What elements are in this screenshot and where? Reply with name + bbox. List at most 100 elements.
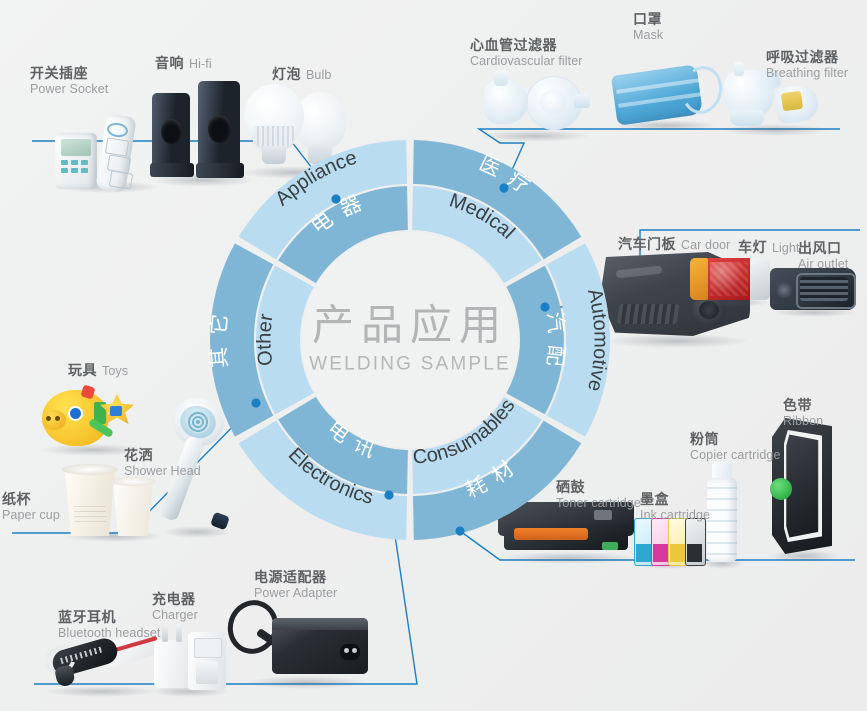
- caption-label-en: Ink cartridge: [640, 507, 711, 522]
- ring-band-outer-automotive[interactable]: [546, 243, 610, 437]
- caption-label-en: Toner cartridge: [556, 495, 641, 510]
- caption-label-en: Bluetooth headset: [58, 625, 161, 640]
- caption-label-en: Cardiovascular filter: [470, 53, 583, 68]
- caption-label-cn: 粉筒: [690, 431, 719, 447]
- product-power-socket: [55, 113, 160, 193]
- caption-label-cn: 花洒: [124, 447, 153, 463]
- caption-label-en: Hi-fi: [189, 57, 212, 71]
- caption-label-cn: 硒鼓: [556, 479, 585, 495]
- caption-label-cn: 灯泡: [272, 66, 301, 82]
- caption-label-en: Bulb: [306, 68, 332, 82]
- product-ink-cartridges: [634, 518, 706, 569]
- center-label: 产品应用 WELDING SAMPLE: [280, 300, 540, 376]
- ring-band-inner-other[interactable]: [256, 265, 314, 415]
- connector-line-consumables: [459, 530, 855, 561]
- caption-label-cn: 出风口: [798, 240, 842, 256]
- ring-band-outer-consumables[interactable]: [412, 420, 582, 540]
- caption-label-en: Power Adapter: [254, 585, 338, 600]
- caption-label-cn: 纸杯: [2, 491, 31, 507]
- ring-label-automotive-cn: 汽 配: [542, 311, 568, 370]
- product-car-door-panel: [600, 252, 750, 348]
- caption-label-cn: 开关插座: [30, 65, 88, 81]
- ring-band-outer-electronics[interactable]: [238, 420, 408, 540]
- caption-label-cn: 车灯: [738, 239, 767, 255]
- connector-dot-automotive[interactable]: [540, 302, 550, 312]
- ring-label-other-cn: 其 它: [206, 311, 232, 369]
- product-toner-cartridge: [498, 498, 638, 564]
- center-title-en: WELDING SAMPLE: [309, 353, 511, 375]
- ring-band-inner-consumables[interactable]: [412, 396, 542, 494]
- product-copier-cartridge: [700, 462, 744, 569]
- caption-label-en: Copier cartridge: [690, 447, 781, 462]
- product-charger: [150, 622, 230, 697]
- caption-label-en: Light: [772, 241, 800, 255]
- product-cardiovascular-filter: [480, 70, 590, 142]
- caption-label-en: Charger: [152, 607, 198, 622]
- product-paper-cups: [62, 464, 166, 542]
- caption-label-cn: 音响: [155, 55, 184, 71]
- caption-label-cn: 色带: [783, 397, 812, 413]
- product-toys: [38, 382, 148, 456]
- caption-label-cn: 口罩: [633, 11, 662, 27]
- caption-label-en: Ribbon: [783, 413, 824, 428]
- ring-band-inner-automotive[interactable]: [506, 265, 564, 415]
- caption-label-en: Car door: [681, 238, 731, 252]
- caption-label-cn: 蓝牙耳机: [58, 609, 116, 625]
- ring-segment-other[interactable]: 其 它 Other: [206, 243, 314, 437]
- caption-label-cn: 汽车门板: [618, 236, 676, 252]
- ring-band-outer-medical[interactable]: [412, 140, 582, 260]
- product-breathing-filter: [720, 62, 830, 136]
- caption-label-cn: 玩具: [68, 362, 97, 378]
- ring-band-inner-medical[interactable]: [412, 186, 542, 284]
- caption-label-cn: 充电器: [152, 591, 196, 607]
- product-tail-light: [690, 258, 770, 307]
- ring-label-other-en: Other: [253, 312, 277, 367]
- connector-line-medical: [476, 128, 840, 189]
- connector-dot-consumables[interactable]: [455, 526, 465, 536]
- caption-automotive-0: 汽车门板 Car door: [618, 236, 730, 254]
- caption-label-en: Shower Head: [124, 463, 201, 478]
- caption-label-en: Air outlet: [798, 256, 849, 271]
- caption-label-en: Toys: [102, 364, 129, 378]
- caption-label-en: Breathing filter: [766, 65, 849, 80]
- caption-label-cn: 墨盒: [640, 491, 669, 507]
- caption-label-cn: 电源适配器: [254, 569, 327, 585]
- caption-appliance-1: 音响 Hi-fi: [155, 55, 212, 73]
- ring-band-inner-appliance[interactable]: [278, 186, 408, 284]
- product-printer-ribbon: [768, 418, 840, 562]
- caption-label-en: Paper cup: [2, 507, 60, 522]
- center-title-cn: 产品应用: [311, 300, 508, 350]
- caption-other-0: 玩具 Toys: [68, 362, 128, 380]
- connector-dot-other[interactable]: [251, 398, 261, 408]
- connector-dot-electronics[interactable]: [384, 490, 394, 500]
- product-shower-head: [159, 390, 232, 538]
- caption-automotive-1: 车灯 Light: [738, 239, 800, 257]
- ring-center-hole: [302, 232, 518, 448]
- ring-band-inner-electronics[interactable]: [278, 396, 408, 494]
- ring-band-outer-appliance[interactable]: [238, 140, 408, 260]
- product-air-outlet: [770, 268, 856, 317]
- product-hifi-speakers: [150, 75, 255, 187]
- connector-dot-medical[interactable]: [499, 183, 509, 193]
- product-bluetooth-headset: [39, 627, 163, 697]
- caption-appliance-2: 灯泡 Bulb: [272, 66, 331, 84]
- caption-label-en: Power Socket: [30, 81, 109, 96]
- caption-label-cn: 呼吸过滤器: [766, 49, 839, 65]
- connector-dot-appliance[interactable]: [331, 194, 341, 204]
- ring-band-outer-other[interactable]: [210, 243, 274, 437]
